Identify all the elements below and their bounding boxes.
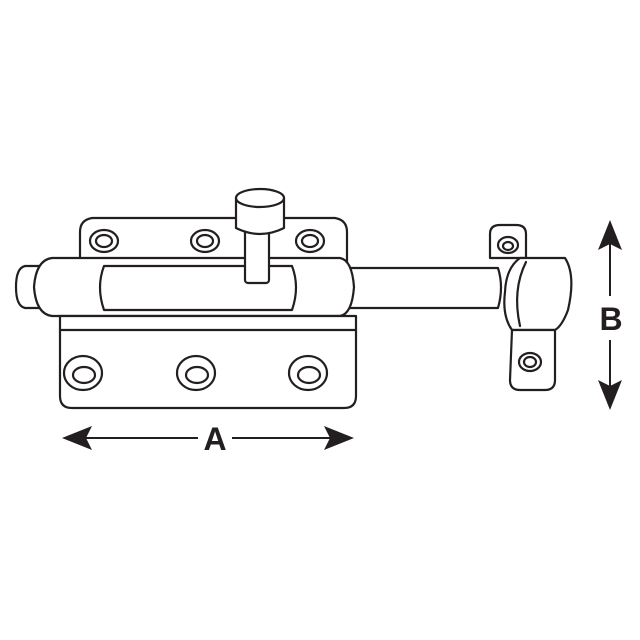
dimension-a-arrow-left xyxy=(62,426,92,450)
dimension-a-label: A xyxy=(203,421,226,457)
bolt-tip xyxy=(14,264,42,310)
dimension-a xyxy=(62,426,354,450)
keeper-lower-hole xyxy=(517,351,543,373)
keeper-body xyxy=(503,256,573,332)
dimension-b-arrow-top xyxy=(598,220,622,250)
upper-screw-hole-right xyxy=(294,228,326,254)
upper-screw-hole-middle xyxy=(189,228,221,254)
dimension-a-arrow-right xyxy=(324,426,354,450)
upper-screw-hole-left xyxy=(88,228,120,254)
dimension-b-label: B xyxy=(599,301,622,337)
keeper-inner-curve xyxy=(516,260,528,328)
dimension-b-arrow-bottom xyxy=(598,380,622,410)
dimension-b xyxy=(598,220,622,410)
bolt-shaft xyxy=(338,266,503,310)
lower-screw-hole-right xyxy=(287,354,329,392)
lower-screw-hole-left xyxy=(62,354,104,392)
handle-cap-top xyxy=(234,187,286,209)
keeper-upper-hole xyxy=(496,235,520,255)
handle-stem xyxy=(243,226,271,285)
handle-cap xyxy=(234,196,286,236)
lower-screw-hole-middle xyxy=(175,354,217,392)
